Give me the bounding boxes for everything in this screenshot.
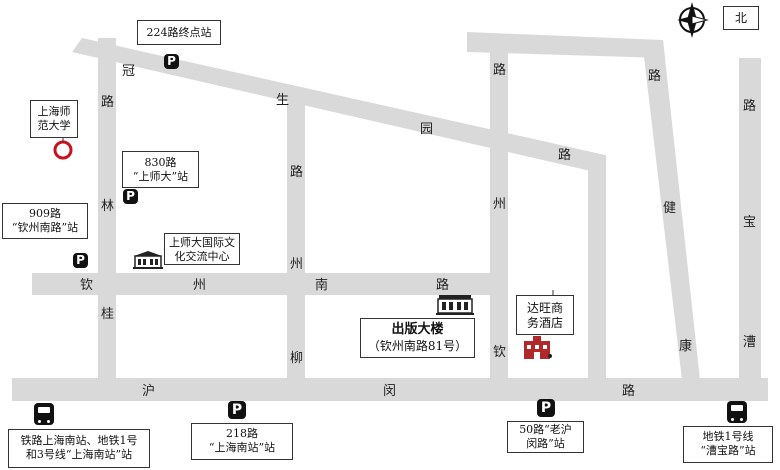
road-label-guansheng: 冠: [122, 64, 135, 79]
dawang-hotel-label-line: 达旺商: [526, 301, 563, 315]
road-label-guilin: 路: [101, 94, 114, 110]
exchange-center-label-line: 上师大国际文: [169, 236, 235, 249]
road-label-caobao: 宝: [743, 215, 756, 230]
shnu-label-line: 上海师: [37, 105, 71, 118]
bus-50-label: 50路“老沪 闵路”站: [507, 421, 584, 453]
dawang-hotel-label: 达旺商 务酒店: [516, 295, 574, 335]
parking-icon: P: [537, 399, 555, 417]
bus-909-label-line: 909路: [29, 207, 61, 220]
exchange-center-building-icon: [133, 251, 163, 269]
road-label-guansheng: 生: [276, 93, 289, 108]
road-labels: 冠 生 园 路 钦 州 南 路 沪 闵 路 路 林 桂 路 州 柳 路 州 钦 …: [80, 62, 756, 399]
road-east-bend: [588, 155, 606, 380]
bus-224-terminal-label: 224路终点站: [137, 20, 221, 45]
bus-50-label-line: 50路“老沪: [519, 423, 572, 436]
road-label-huming: 沪: [142, 383, 155, 399]
bus-218-label-line: 218路: [226, 427, 258, 440]
bus-50-label-line: 闵路”站: [526, 437, 565, 450]
road-label-liuzhou: 路: [290, 164, 303, 180]
train-icon: [34, 403, 54, 425]
road-label-huming: 路: [622, 383, 635, 399]
road-label-qinzhou-vertical: 路: [493, 62, 506, 78]
bus-909-label-line: “钦州南路”站: [11, 221, 79, 234]
shnu-label-line: 范大学: [37, 119, 71, 132]
road-label-guansheng: 路: [558, 147, 571, 163]
publishing-building-icon: [436, 295, 474, 315]
road-label-qinzhou: 州: [193, 278, 206, 293]
rail-station-label-line: 铁路上海南站、地铁1号: [20, 434, 138, 447]
publishing-building-name: 出版大楼: [391, 322, 444, 337]
road-label-guilin: 林: [101, 199, 114, 214]
road-label-qinzhou: 钦: [80, 278, 93, 293]
metro-1-label-line: “漕宝路”站: [700, 444, 756, 457]
road-label-jiankang: 健: [663, 201, 676, 216]
road-label-qinzhou: 路: [436, 277, 449, 293]
road-label-qinzhou-vertical: 钦: [493, 345, 506, 360]
bus-909-label: 909路 “钦州南路”站: [2, 203, 88, 239]
road-huming: [12, 378, 768, 401]
compass-icon: [677, 2, 709, 38]
bus-218-label-line: “上海南站”站: [208, 441, 276, 454]
metro-icon: [727, 401, 747, 423]
road-guansheng: [72, 38, 605, 172]
bus-218-label: 218路 “上海南站”站: [191, 423, 293, 460]
road-qinzhou: [32, 273, 492, 295]
road-label-jiankang: 康: [679, 338, 692, 354]
road-label-caobao: 路: [743, 98, 756, 114]
dawang-hotel-label-line: 务酒店: [526, 316, 563, 330]
road-label-liuzhou: 州: [290, 257, 303, 272]
road-label-guilin: 桂: [101, 307, 114, 322]
shnu-label: 上海师 范大学: [30, 100, 78, 138]
road-label-liuzhou: 柳: [290, 351, 303, 366]
bus-830-label-line: “上师大”站: [132, 170, 189, 183]
bus-830-label: 830路 “上师大”站: [122, 151, 199, 188]
metro-1-label-line: 地铁1号线: [702, 430, 754, 443]
north-label: 北: [723, 6, 759, 30]
road-liuzhou: [287, 102, 305, 380]
rail-station-label-line: 和3号线“上海南站”站: [25, 448, 133, 461]
road-label-qinzhou: 南: [315, 277, 328, 293]
parking-icon: P: [228, 401, 246, 419]
parking-icon: P: [164, 54, 179, 69]
road-label-caobao: 漕: [743, 335, 756, 350]
road-jiankang: [642, 40, 700, 380]
marker-ring-icon: [53, 140, 73, 160]
road-label-jiankang: 路: [648, 68, 661, 84]
road-caobao: [739, 58, 761, 380]
parking-icon: P: [73, 253, 88, 268]
road-network: [12, 32, 768, 401]
bus-830-label-line: 830路: [144, 156, 177, 169]
road-label-huming: 闵: [383, 384, 396, 399]
hotel-building-icon: [524, 336, 552, 359]
rail-station-label: 铁路上海南站、地铁1号 和3号线“上海南站”站: [8, 429, 150, 468]
publishing-building-address: （钦州南路81号）: [367, 339, 468, 353]
exchange-center-label-line: 化交流中心: [174, 250, 230, 263]
exchange-center-label: 上师大国际文 化交流中心: [164, 233, 240, 265]
road-qinzhou-vertical: [490, 52, 508, 380]
road-label-qinzhou-vertical: 州: [493, 197, 506, 212]
parking-icon: P: [123, 189, 138, 204]
metro-1-label: 地铁1号线 “漕宝路”站: [683, 426, 773, 463]
road-guansheng-east: [467, 32, 665, 58]
publishing-building-label: 出版大楼 （钦州南路81号）: [360, 318, 475, 358]
road-label-guansheng: 园: [420, 122, 433, 137]
